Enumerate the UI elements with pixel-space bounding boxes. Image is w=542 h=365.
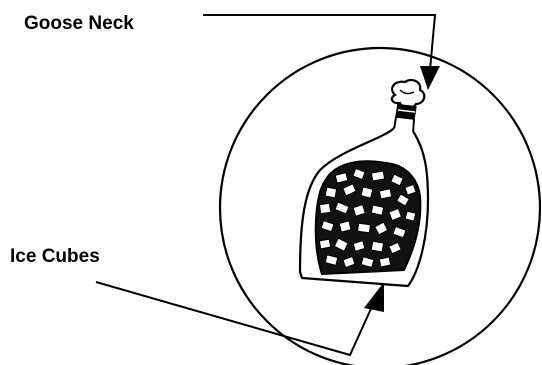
goose-neck-leader <box>203 15 440 90</box>
ice-cubes-leader <box>96 282 384 355</box>
ice-bag <box>300 80 428 286</box>
ice-cubes-arrowhead <box>364 282 384 312</box>
goose-neck-arrowhead <box>420 66 440 90</box>
